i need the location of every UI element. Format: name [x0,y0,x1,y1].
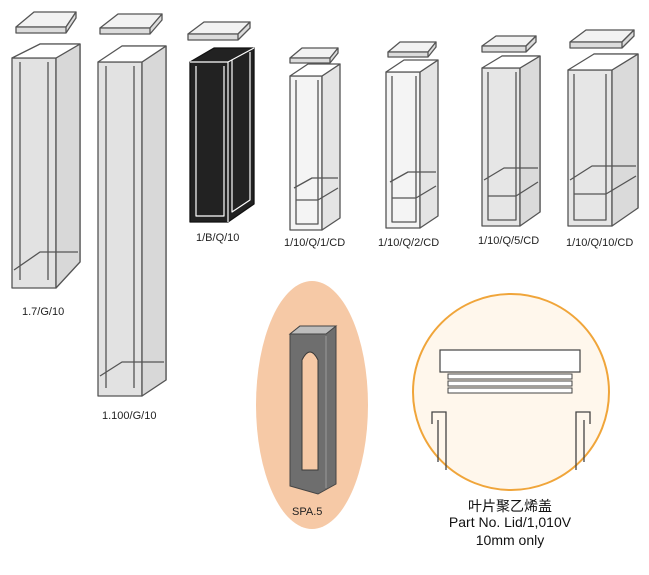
cell-front [289,75,323,231]
lid-side [15,11,77,34]
cell-edges [190,47,255,222]
cell-side [611,53,639,227]
label-cuvette-3: 1/B/Q/10 [196,232,240,244]
cell-top [567,53,639,71]
lid-side [481,35,537,53]
lid-side [569,29,635,49]
cell-front [385,71,421,229]
label-cuvette-5: 1/10/Q/2/CD [378,237,440,249]
spacer-top-face [288,325,338,335]
label-cuvette-1: 1.7/G/10 [22,306,65,318]
lid-callout [412,293,610,491]
cell-side [519,55,541,227]
cuvette-1-b-q-10 [187,21,255,223]
cuvette-1-10-q-5-cd [481,35,541,227]
label-cuvette-4: 1/10/Q/1/CD [284,237,346,249]
lid-side [387,41,437,58]
lid-note: 10mm only [475,532,545,548]
cell-side [141,45,167,397]
lid-side [187,21,251,41]
spacer-window [301,351,319,471]
inner-lines [99,66,164,388]
cell-top [97,45,167,63]
lid-title: 叶片聚乙烯盖 [468,498,552,514]
cuvette-wall-right [575,411,591,470]
cell-top [385,59,439,73]
cuvette-1-10-q-10-cd [567,29,639,227]
lid-cap [439,349,581,373]
cell-top [11,43,81,59]
label-cuvette-7: 1/10/Q/10/CD [566,237,634,249]
lid-part-number: Part No. Lid/1,010V [448,514,572,530]
cuvette-1-100-g-10 [97,13,167,397]
cell-front [97,61,143,397]
spacer-spa-5 [256,281,368,529]
label-spacer: SPA.5 [292,506,323,518]
label-cuvette-6: 1/10/Q/5/CD [478,235,540,247]
cuvette-1-7-g-10 [11,11,81,289]
cuvette-1-10-q-1-cd [289,47,341,231]
lid-fin-2 [447,380,573,387]
lid-side [289,47,339,64]
cell-top [481,55,541,69]
lid-side [99,13,163,35]
cuvette-1-10-q-2-cd [385,41,439,229]
cell-body [189,47,255,223]
inner-lines [389,76,437,223]
inner-lines [483,72,539,221]
cell-side [419,59,439,229]
inner-lines [569,74,637,221]
inner-lines [13,62,78,280]
label-cuvette-2: 1.100/G/10 [102,410,157,422]
inner-lines [293,80,339,225]
cell-side [321,63,341,231]
cell-front [11,57,57,289]
lid-fin-3 [447,387,573,394]
cell-top [289,63,341,77]
cuvette-wall-left [431,411,447,470]
lid-fin-1 [447,373,573,380]
